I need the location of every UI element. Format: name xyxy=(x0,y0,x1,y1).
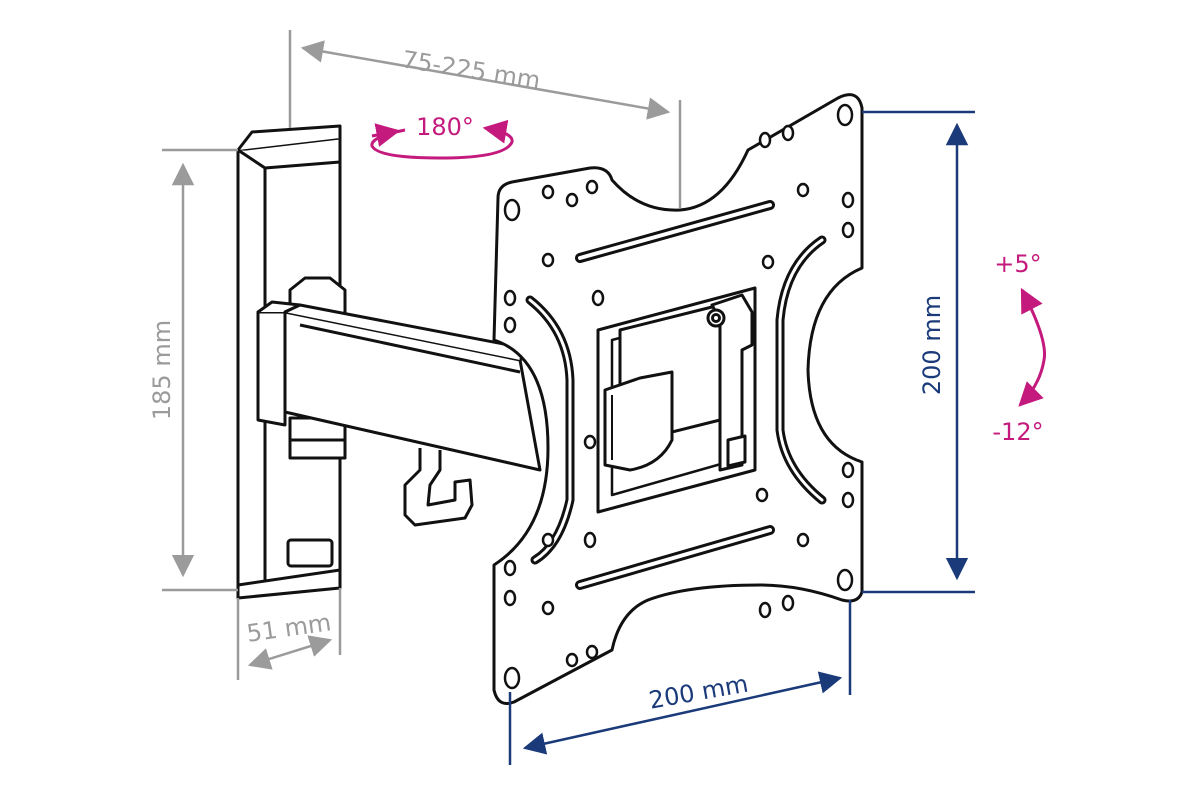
swing-arm xyxy=(256,300,542,527)
navy-dimension-lines xyxy=(508,110,975,765)
swivel-indicator xyxy=(370,119,514,160)
tilt-down-label: -12° xyxy=(992,418,1043,446)
tilt-up-label: +5° xyxy=(994,250,1041,278)
arm-extension-label: 75-225 mm xyxy=(400,45,542,94)
tilt-indicator xyxy=(1018,287,1047,407)
wall-plate-height-label: 185 mm xyxy=(148,320,176,420)
swivel-label: 180° xyxy=(416,113,474,141)
vesa-horizontal-label: 200 mm xyxy=(647,670,751,715)
vesa-vertical-label: 200 mm xyxy=(918,295,946,395)
vesa-plate xyxy=(492,93,864,705)
gray-dimension-lines xyxy=(162,30,682,680)
